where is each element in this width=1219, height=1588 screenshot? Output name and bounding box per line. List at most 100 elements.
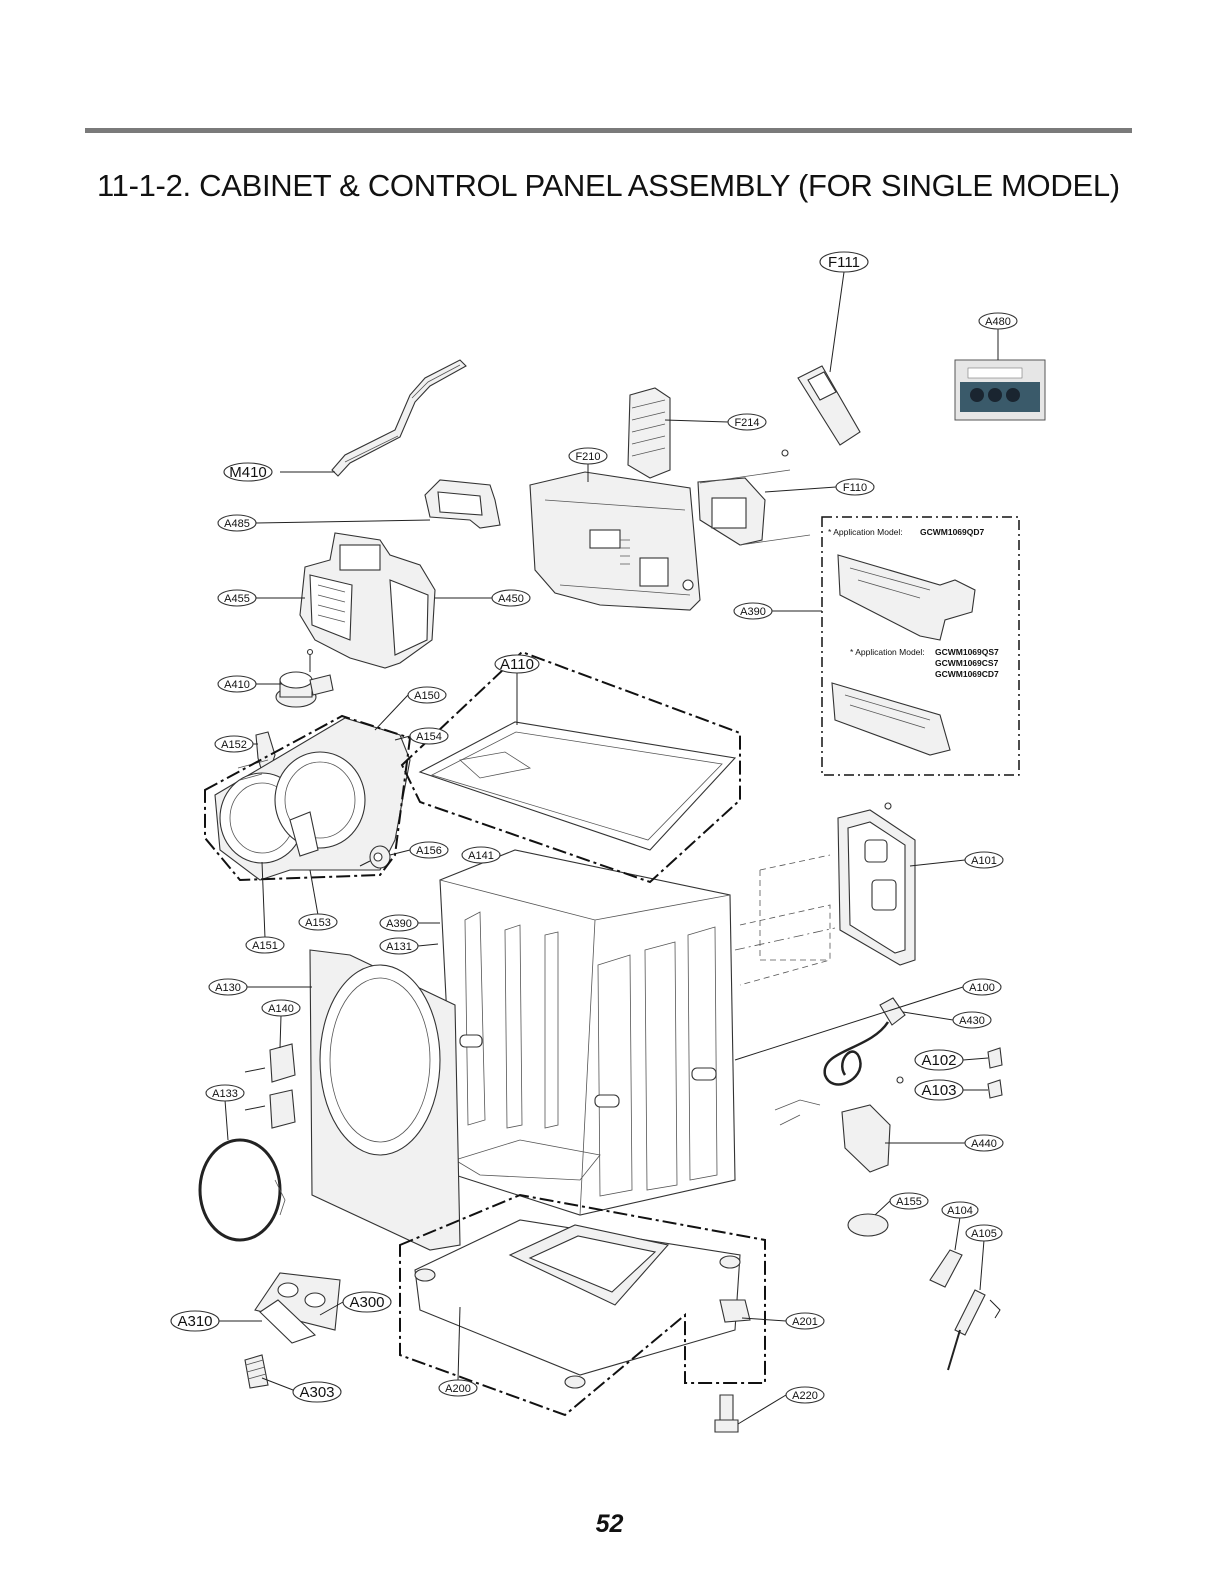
callout-a200: A200 [438, 1379, 478, 1397]
svg-text:F110: F110 [843, 482, 867, 494]
callout-a220: A220 [785, 1386, 825, 1404]
callout-a300: A300 [342, 1291, 392, 1313]
page-number: 52 [595, 1510, 624, 1538]
callout-a485: A485 [217, 514, 257, 532]
note2-prefix: * Application Model: [850, 647, 925, 657]
svg-text:A101: A101 [971, 855, 997, 867]
svg-text:A455: A455 [224, 593, 250, 605]
svg-text:A155: A155 [896, 1196, 922, 1208]
svg-text:A390: A390 [386, 918, 412, 930]
svg-text:A390: A390 [740, 606, 766, 618]
callout-a153: A153 [298, 913, 338, 931]
svg-text:A104: A104 [947, 1205, 973, 1217]
header-rule [85, 128, 1132, 133]
callout-a450: A450 [491, 589, 531, 607]
note1-prefix: * Application Model: [828, 527, 903, 537]
svg-text:A153: A153 [305, 917, 331, 929]
part-a133-ring [198, 1138, 286, 1242]
part-f111-pcb [797, 365, 861, 446]
svg-text:A133: A133 [212, 1088, 238, 1100]
callout-a131: A131 [379, 937, 419, 955]
part-a101-back-panel [837, 802, 916, 966]
callout-a455: A455 [217, 589, 257, 607]
part-a480-board [954, 359, 1046, 421]
callout-a140: A140 [261, 999, 301, 1017]
svg-text:A130: A130 [215, 982, 241, 994]
callout-a155: A155 [889, 1192, 929, 1210]
svg-text:A440: A440 [971, 1138, 997, 1150]
callout-a410: A410 [217, 675, 257, 693]
callout-a390-mid: A390 [379, 914, 419, 932]
note2-model-1: GCWM1069QS7 [935, 647, 999, 657]
part-a440-noise-filter [774, 1076, 904, 1173]
part-a155-cap [847, 1213, 889, 1237]
callout-a156: A156 [409, 841, 449, 859]
callout-a390-top: A390 [733, 602, 773, 620]
callout-a310: A310 [170, 1310, 220, 1332]
part-a156-knob [359, 845, 391, 869]
svg-text:A100: A100 [969, 982, 995, 994]
callout-a103: A103 [914, 1079, 964, 1101]
callout-a101: A101 [964, 851, 1004, 869]
part-a102-a103-clips [987, 1047, 1003, 1099]
svg-text:A410: A410 [224, 679, 250, 691]
note2-model-2: GCWM1069CS7 [935, 658, 999, 668]
application-model-inset: * Application Model: GCWM1069QD7 * Appli… [821, 516, 1020, 776]
svg-text:A151: A151 [252, 940, 278, 952]
callout-a201: A201 [785, 1312, 825, 1330]
svg-text:A110: A110 [500, 656, 534, 673]
svg-text:F214: F214 [734, 417, 759, 429]
part-f110-display-pcb [697, 449, 811, 546]
svg-text:A102: A102 [921, 1052, 956, 1069]
svg-text:A141: A141 [468, 850, 494, 862]
dashed-outline-base [399, 1193, 766, 1417]
part-cabinet-body [439, 849, 736, 1216]
part-a140-hinges [244, 1043, 296, 1129]
callout-f111: F111 [819, 251, 869, 273]
svg-text:A152: A152 [221, 739, 247, 751]
callout-a303: A303 [292, 1381, 342, 1403]
part-a455-a450-main-pcb [299, 532, 436, 669]
svg-text:A485: A485 [224, 518, 250, 530]
part-f214-buttons [627, 387, 671, 479]
callout-a110: A110 [494, 654, 540, 674]
callout-a100: A100 [962, 978, 1002, 996]
part-f210-control-panel [529, 471, 701, 611]
svg-text:M410: M410 [229, 464, 267, 481]
callout-m410: M410 [223, 462, 273, 482]
svg-text:A103: A103 [921, 1082, 956, 1099]
callout-f110: F110 [835, 478, 875, 496]
svg-text:A220: A220 [792, 1390, 818, 1402]
part-a220-foot [714, 1299, 751, 1433]
svg-text:A450: A450 [498, 593, 524, 605]
dashed-outline-back [734, 854, 836, 986]
svg-text:A480: A480 [985, 316, 1011, 328]
svg-text:A430: A430 [959, 1015, 985, 1027]
part-a104-a105-heater [929, 1249, 1001, 1371]
callout-a440: A440 [964, 1134, 1004, 1152]
part-a110-top-plate [418, 721, 737, 851]
svg-text:A200: A200 [445, 1383, 471, 1395]
svg-text:F210: F210 [575, 451, 600, 463]
callout-a154: A154 [409, 727, 449, 745]
svg-text:A150: A150 [414, 690, 440, 702]
svg-text:A105: A105 [971, 1228, 997, 1240]
callout-a150: A150 [407, 686, 447, 704]
callout-f214: F214 [727, 413, 767, 431]
callout-labels: A480 F111 F214 F210 F110 M410 A485 A455 … [170, 251, 1018, 1404]
page-title: 11-1-2. CABINET & CONTROL PANEL ASSEMBLY… [97, 168, 1120, 203]
callout-a130: A130 [208, 978, 248, 996]
part-a485-cover [424, 479, 501, 529]
svg-text:A300: A300 [349, 1294, 384, 1311]
part-a310-a300-drawer [254, 1272, 341, 1344]
svg-text:A156: A156 [416, 845, 442, 857]
svg-text:A310: A310 [177, 1313, 212, 1330]
svg-text:A140: A140 [268, 1003, 294, 1015]
callout-a152: A152 [214, 735, 254, 753]
callout-a102: A102 [914, 1049, 964, 1071]
callout-a151: A151 [245, 936, 285, 954]
dashed-outline-frame [204, 714, 412, 882]
note1-model: GCWM1069QD7 [920, 527, 985, 537]
callout-f210: F210 [568, 447, 608, 465]
